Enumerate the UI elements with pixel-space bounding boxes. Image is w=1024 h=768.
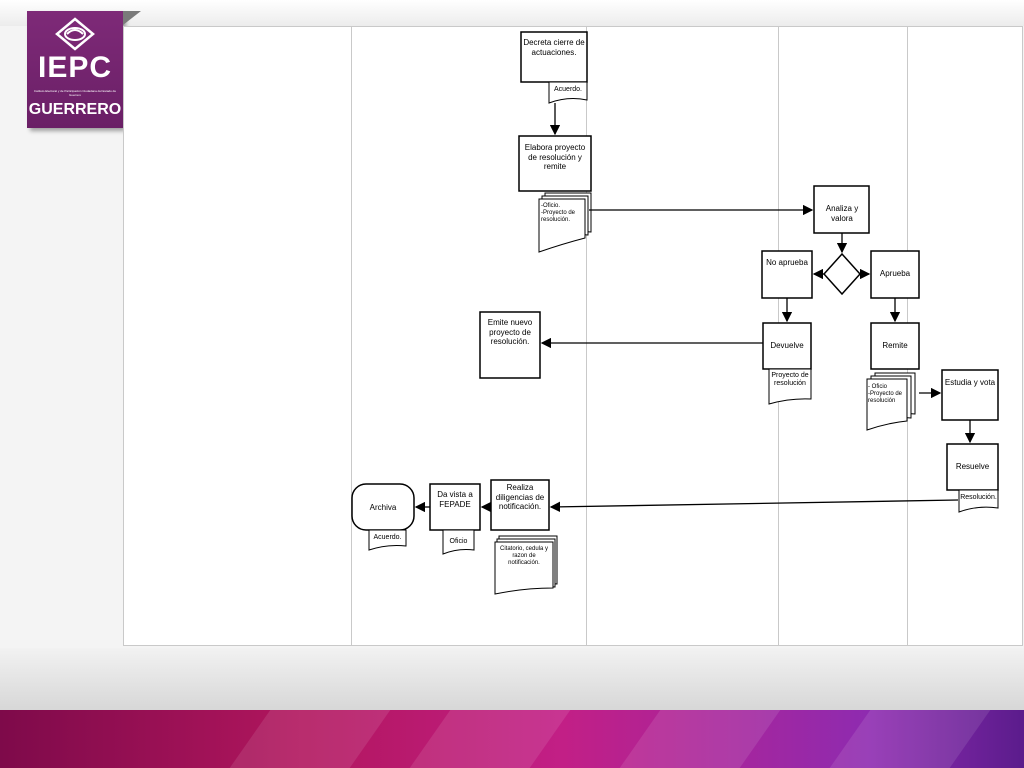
archiva-text: Archiva — [369, 503, 397, 512]
analiza-box — [813, 185, 870, 234]
citatorio-text: Citatorio, cedula y razon de notificació… — [499, 546, 549, 567]
bottom-gray-band — [0, 648, 1024, 710]
estudia-box — [941, 369, 999, 421]
iepc-logo: IEPC Instituto Electoral y de Participac… — [27, 11, 123, 128]
logo-state: GUERRERO — [28, 101, 122, 118]
acuerdo-doc-1 — [548, 81, 588, 104]
estudia-text: Estudia y vota — [944, 378, 996, 387]
remite-box — [870, 322, 920, 370]
aprueba-text: Aprueba — [879, 269, 911, 278]
band-stripe — [619, 710, 781, 768]
acuerdo-doc-2 — [368, 529, 407, 551]
band-stripe — [229, 710, 391, 768]
oficio-proyecto-text-2: - Oficio -Proyecto de resolución — [868, 384, 903, 405]
no-aprueba-text: No aprueba — [766, 258, 808, 267]
elabora-text: Elabora proyecto de resolución y remite — [524, 143, 586, 172]
analiza-text: Analiza y valora — [825, 204, 859, 223]
logo-name: IEPC — [37, 51, 113, 84]
emite-box — [479, 311, 541, 379]
acuerdo-text-1: Acuerdo. — [553, 86, 583, 93]
oficio-proyecto-doc — [538, 198, 586, 253]
proyecto-text: Proyecto de resolución — [771, 372, 809, 388]
iepc-emblem-icon — [55, 17, 95, 51]
lane-divider — [586, 26, 587, 646]
da-vista-text: Da vista a FEPADE — [437, 490, 473, 509]
no-aprueba-box — [761, 250, 813, 299]
logo-subtitle: Instituto Electoral y de Participación C… — [33, 89, 117, 97]
logo-corner — [123, 11, 141, 25]
oficio-text: Oficio — [449, 538, 468, 545]
resolucion-doc — [958, 489, 999, 513]
emite-text: Emite nuevo proyecto de resolución. — [487, 318, 533, 347]
devuelve-box — [762, 322, 812, 370]
bottom-color-band — [0, 710, 1024, 768]
resolucion-text: Resolución. — [960, 494, 997, 501]
decision-diamond — [822, 252, 862, 296]
resuelve-text: Resuelve — [955, 462, 990, 471]
realiza-box — [490, 479, 550, 531]
top-band — [0, 0, 1024, 26]
resuelve-box — [946, 443, 999, 491]
connectors — [414, 103, 976, 513]
oficio-proyecto-doc-2 — [866, 378, 908, 431]
elabora-box — [518, 135, 592, 192]
devuelve-text: Devuelve — [770, 341, 804, 350]
oficio-proyecto-text: -Oficio. -Proyecto de resolución. — [541, 203, 576, 224]
oficio-doc — [442, 529, 475, 555]
band-stripe — [409, 710, 571, 768]
decreta-text: Decreta cierre de actuaciones. — [523, 38, 585, 57]
proyecto-doc — [768, 368, 812, 405]
band-stripe — [829, 710, 991, 768]
lane-divider — [351, 26, 352, 646]
aprueba-box — [870, 250, 920, 299]
acuerdo-text-2: Acuerdo. — [373, 534, 402, 541]
realiza-text: Realiza diligencias de notificación. — [495, 483, 545, 512]
remite-text: Remite — [882, 341, 908, 350]
citatorio-doc — [494, 541, 554, 595]
